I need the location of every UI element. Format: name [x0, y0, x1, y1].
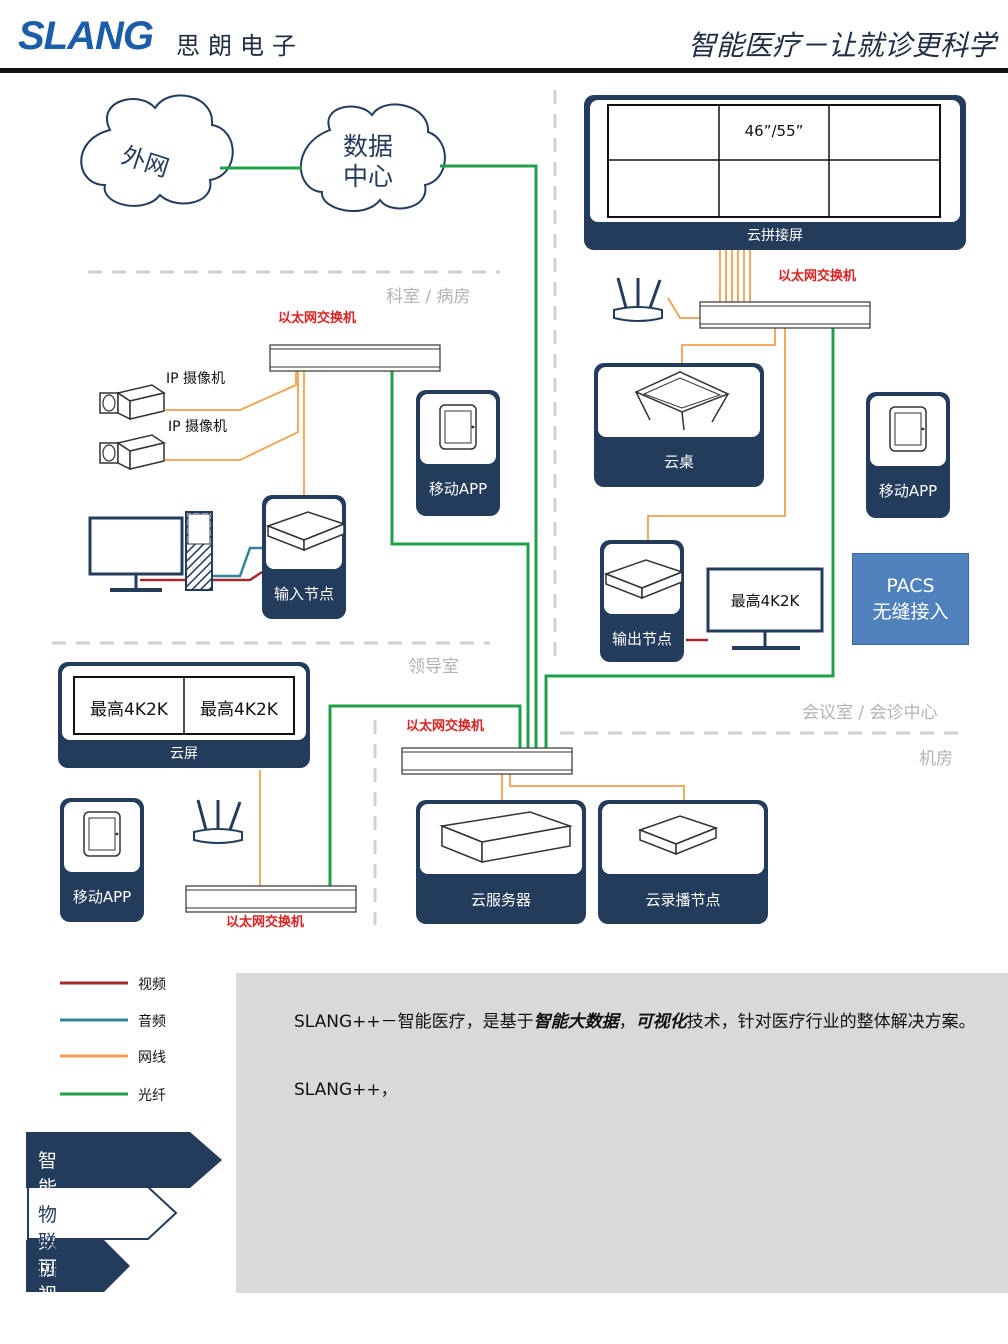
- legend-lines: [60, 981, 128, 1096]
- cloud-server-panel: [416, 800, 586, 924]
- monitor-resolution: 最高4K2K: [730, 592, 800, 610]
- output-node-label: 输出节点: [611, 630, 672, 648]
- mobile-app-panel: [416, 390, 500, 516]
- zone-dividers: [52, 90, 968, 925]
- input-node-label: 输入节点: [273, 585, 334, 603]
- slogan: 智能医疗－让就诊更科学: [687, 29, 996, 62]
- output-node-panel: [600, 540, 684, 662]
- header-divider: [0, 68, 1008, 73]
- cloud-screen-cell-right: 最高4K2K: [200, 700, 278, 720]
- video-audio-links: [140, 546, 708, 642]
- switch-label-leader: 以太网交换机: [226, 915, 305, 930]
- legend-audio: 音频: [138, 1014, 166, 1030]
- tag-shapes: [26, 1132, 222, 1292]
- switch-label-ward: 以太网交换机: [278, 311, 357, 326]
- mobile-app-panel: [60, 798, 144, 922]
- video-wall-size: 46”/55”: [744, 122, 804, 140]
- mobile-app-label: 移动APP: [428, 480, 488, 498]
- cloud-screen: [58, 662, 310, 768]
- monitor-icon: [706, 567, 824, 650]
- fiber-links: [220, 164, 835, 894]
- ip-camera-label: IP 摄像机: [166, 371, 226, 387]
- external-cloud: [80, 94, 234, 207]
- router-icon: [612, 276, 664, 323]
- cloud-desk-label: 云桌: [663, 453, 694, 471]
- switch-meeting: [699, 301, 871, 329]
- zone-leader: 领导室: [408, 657, 459, 677]
- video-wall: [584, 95, 966, 250]
- ip-camera-label: IP 摄像机: [168, 419, 228, 435]
- legend-video: 视频: [138, 977, 166, 993]
- pacs-subtitle: 无缝接入: [872, 601, 949, 623]
- legend-ethernet: 网线: [138, 1050, 166, 1066]
- cloud-server-label: 云服务器: [470, 891, 531, 909]
- video-wall-label: 云拼接屏: [747, 228, 803, 244]
- zone-machine-room: 机房: [919, 749, 953, 769]
- cloud-recorder-label: 云录播节点: [645, 891, 721, 909]
- legend-fiber: 光纤: [138, 1088, 166, 1104]
- cloud-desk-panel: [594, 363, 764, 487]
- data-center-label: 数据 中心: [342, 132, 393, 191]
- description-box: [236, 973, 1008, 1293]
- description-paragraph-2: SLANG++，: [294, 1080, 398, 1100]
- switch-ward: [269, 344, 441, 372]
- switch-machine: [401, 747, 573, 775]
- zone-ward: 科室 / 病房: [386, 287, 471, 307]
- data-center-cloud: [299, 103, 446, 213]
- ethernet-links: [165, 250, 786, 888]
- switch-label-meeting: 以太网交换机: [778, 269, 857, 284]
- camera-icon: [99, 384, 165, 420]
- pc-icon: [88, 511, 213, 592]
- switch-leader: [185, 885, 357, 913]
- camera-icon: [99, 434, 165, 470]
- pacs-box: PACS 无缝接入: [852, 553, 969, 645]
- zone-meeting: 会议室 / 会诊中心: [802, 703, 938, 723]
- cloud-screen-cell-left: 最高4K2K: [90, 700, 168, 720]
- input-node-panel: [262, 495, 346, 619]
- company-name: 思朗电子: [176, 32, 304, 60]
- mobile-app-panel: [866, 392, 950, 518]
- mobile-app-label: 移动APP: [72, 888, 132, 906]
- logo: SLANG: [18, 14, 154, 58]
- cloud-screen-label: 云屏: [170, 746, 198, 762]
- router-icon: [192, 798, 244, 845]
- cloud-recorder-panel: [598, 800, 768, 924]
- description-paragraph-1: SLANG++－智能医疗，是基于智能大数据，可视化技术，针对医疗行业的整体解决方…: [294, 1012, 976, 1032]
- mobile-app-label: 移动APP: [878, 482, 938, 500]
- switch-label-machine: 以太网交换机: [406, 719, 485, 734]
- pacs-title: PACS: [886, 575, 935, 597]
